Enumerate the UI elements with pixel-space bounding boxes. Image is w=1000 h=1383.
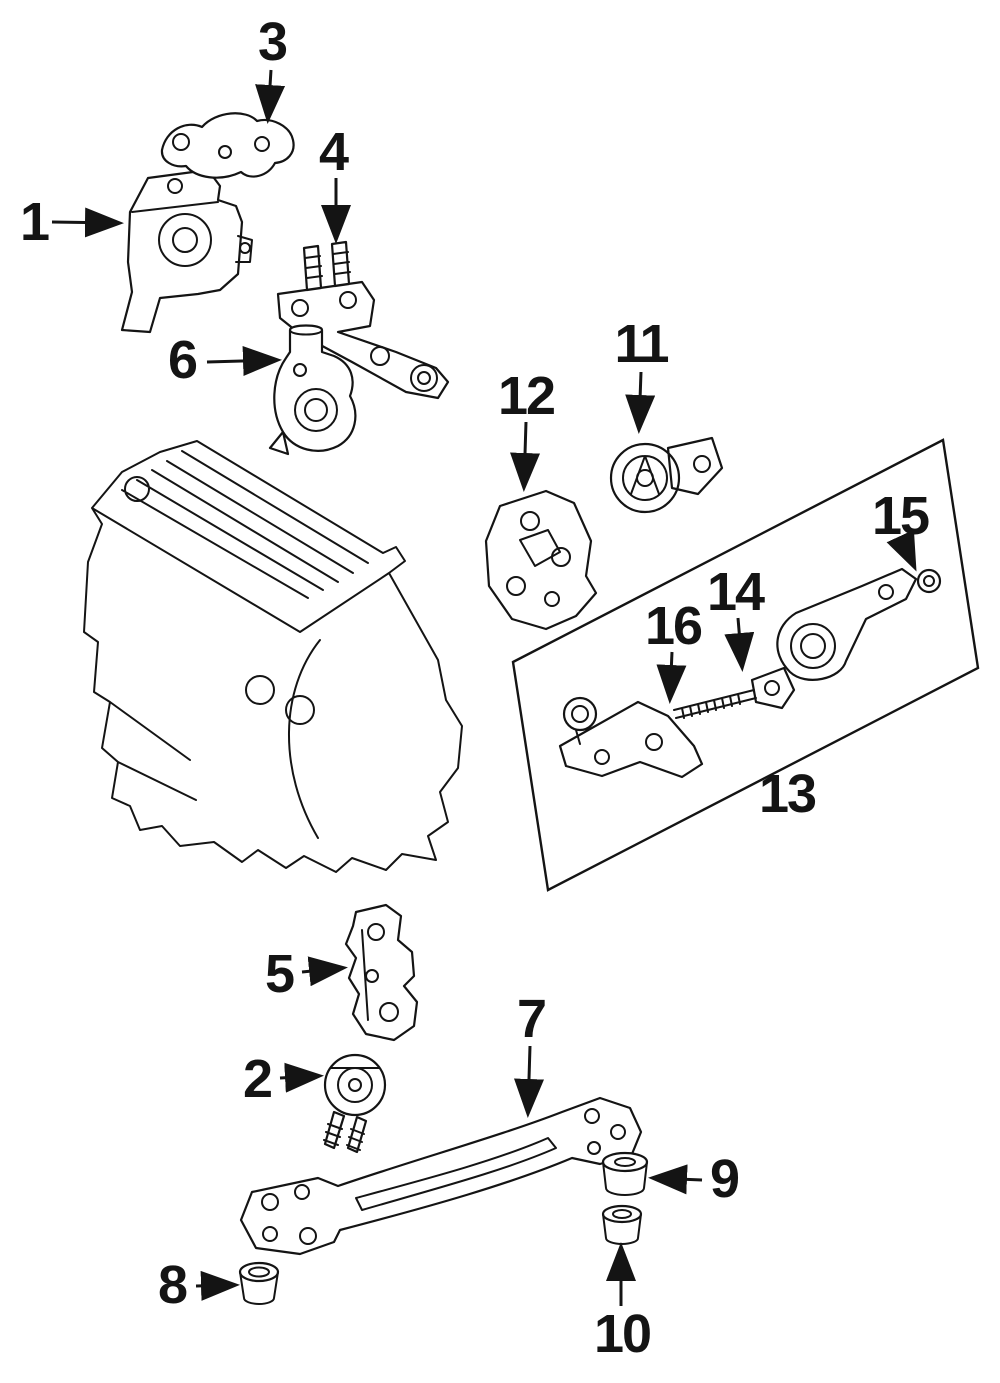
part-5-details	[361, 923, 399, 1022]
engine-block-outline	[83, 440, 463, 873]
callout-11[interactable]: 11	[614, 314, 671, 434]
callout-5[interactable]: 5	[265, 944, 348, 1004]
callout-14-label: 14	[707, 562, 765, 622]
callout-8-arrow	[195, 1270, 240, 1301]
callout-12[interactable]: 12	[498, 366, 556, 492]
part-8-silhouette	[238, 1261, 280, 1283]
callout-15-label: 15	[872, 486, 929, 546]
callout-14[interactable]: 14	[707, 562, 767, 672]
part-2-drawing	[323, 1053, 387, 1154]
callout-16-arrow	[656, 651, 687, 704]
callout-9-arrow	[648, 1164, 703, 1195]
callout-15-arrow	[886, 529, 917, 572]
callout-3-arrow	[255, 69, 286, 124]
callout-1[interactable]: 1	[20, 192, 124, 252]
callout-11-label: 11	[614, 314, 668, 374]
part-1-details	[131, 178, 253, 267]
part-8-drawing	[238, 1261, 280, 1305]
part-8-details	[239, 1266, 279, 1305]
inset-box-outline	[511, 438, 980, 892]
callout-2-arrow	[279, 1062, 324, 1093]
part-16-details	[571, 705, 663, 765]
part-14-drawing	[673, 666, 796, 719]
callout-16[interactable]: 16	[645, 596, 704, 704]
callout-7-arrow	[514, 1045, 544, 1118]
part-6-details	[289, 329, 338, 432]
part-9-silhouette	[601, 1151, 649, 1173]
callout-11-arrow	[625, 371, 656, 434]
part-5-silhouette	[344, 903, 419, 1042]
part-4-details	[291, 251, 438, 392]
part-15-drawing	[776, 567, 942, 681]
callout-13-label: 13	[759, 764, 816, 824]
callout-7[interactable]: 7	[514, 989, 547, 1118]
part-11-drawing	[609, 436, 724, 514]
callout-1-arrow	[51, 207, 124, 238]
part-1-drawing	[120, 168, 253, 334]
part-9-drawing	[601, 1151, 649, 1196]
callout-15[interactable]: 15	[872, 486, 931, 572]
part-10-silhouette	[601, 1204, 643, 1224]
callout-9-label: 9	[710, 1149, 739, 1209]
part-7-details	[261, 1108, 626, 1245]
callout-6-label: 6	[168, 330, 197, 390]
callout-1-label: 1	[20, 192, 49, 252]
callout-7-label: 7	[517, 989, 545, 1049]
inset-box	[511, 438, 980, 892]
engine-block-drawing	[83, 440, 463, 873]
part-12-details	[506, 511, 571, 607]
part-15-details	[790, 575, 935, 669]
part-5-drawing	[344, 903, 419, 1042]
part-12-drawing	[484, 489, 598, 631]
callout-8-label: 8	[158, 1255, 187, 1315]
callout-12-arrow	[510, 421, 541, 492]
callout-2[interactable]: 2	[243, 1049, 324, 1109]
callout-6-arrow	[206, 345, 282, 376]
callout-2-label: 2	[243, 1049, 271, 1109]
callout-6[interactable]: 6	[168, 330, 282, 390]
callout-12-label: 12	[498, 366, 554, 426]
callout-5-label: 5	[265, 944, 294, 1004]
callout-4-label: 4	[319, 122, 349, 182]
callout-16-label: 16	[645, 596, 702, 656]
callout-5-arrow	[301, 956, 348, 987]
part-15-silhouette	[776, 567, 942, 681]
callout-9[interactable]: 9	[648, 1149, 741, 1209]
callout-8[interactable]: 8	[158, 1255, 240, 1315]
callout-10[interactable]: 10	[594, 1242, 652, 1364]
callout-13[interactable]: 13	[759, 764, 818, 824]
part-11-details	[622, 455, 711, 501]
part-3-details	[172, 133, 270, 159]
part-14-details	[673, 680, 780, 719]
callout-3[interactable]: 3	[255, 12, 289, 124]
callout-10-label: 10	[594, 1304, 650, 1364]
part-3-drawing	[160, 112, 295, 179]
part-9-details	[602, 1157, 648, 1196]
callout-3-label: 3	[258, 12, 287, 72]
callout-4[interactable]: 4	[319, 122, 351, 244]
part-6-drawing	[268, 324, 357, 456]
part-3-silhouette	[160, 112, 295, 179]
part-16-drawing	[558, 696, 704, 779]
callout-14-arrow	[724, 617, 755, 672]
part-2-details	[323, 1067, 380, 1151]
